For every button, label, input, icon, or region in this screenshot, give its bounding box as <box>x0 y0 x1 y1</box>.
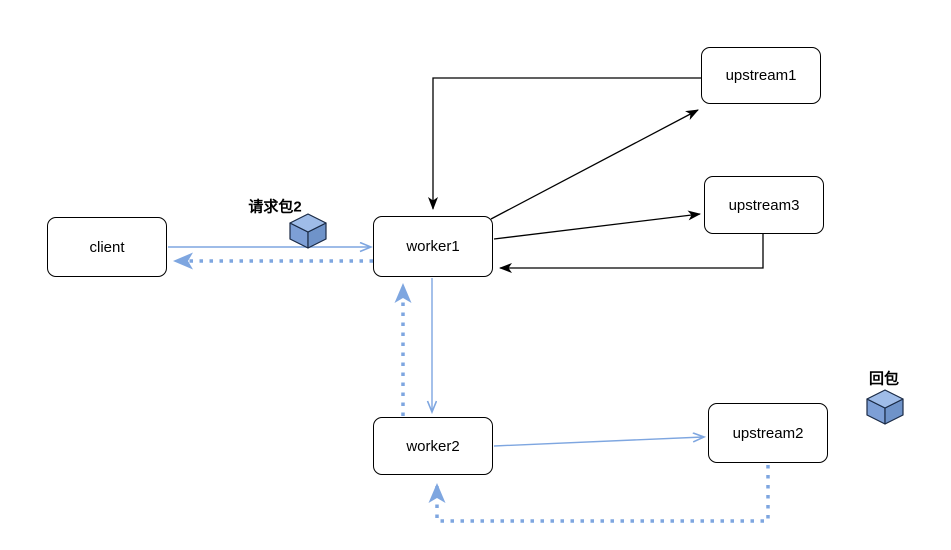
node-label: worker1 <box>406 238 460 255</box>
node-worker2: worker2 <box>373 417 493 475</box>
cube-left-face <box>866 398 886 425</box>
node-upstream3: upstream3 <box>704 176 824 234</box>
node-label: upstream3 <box>728 196 800 214</box>
node-worker1: worker1 <box>373 216 493 277</box>
request-packet-label: 请求包2 <box>248 198 302 216</box>
cube-right-face <box>307 222 327 249</box>
package-cube-icon <box>866 389 904 425</box>
node-label: upstream1 <box>725 67 797 84</box>
cube-right-face <box>884 398 904 425</box>
package-cube-icon <box>289 213 327 249</box>
node-label: upstream2 <box>732 424 804 442</box>
edge-upstream1-to-worker1 <box>428 77 701 210</box>
edge-worker1-to-upstream1 <box>490 109 699 220</box>
node-client: client <box>47 217 167 277</box>
cube-top-face <box>289 213 327 233</box>
node-upstream1: upstream1 <box>701 47 821 104</box>
node-label: client <box>89 238 125 256</box>
node-label: worker2 <box>406 437 460 455</box>
edge-upstream3-to-worker1 <box>499 234 764 273</box>
cube-top-face <box>866 389 904 409</box>
node-upstream2: upstream2 <box>708 403 828 463</box>
response-packet-label: 回包 <box>868 370 900 388</box>
cube-left-face <box>289 222 309 249</box>
edge-worker2-to-upstream2 <box>493 437 703 447</box>
edge-worker1-to-upstream3 <box>493 210 701 240</box>
